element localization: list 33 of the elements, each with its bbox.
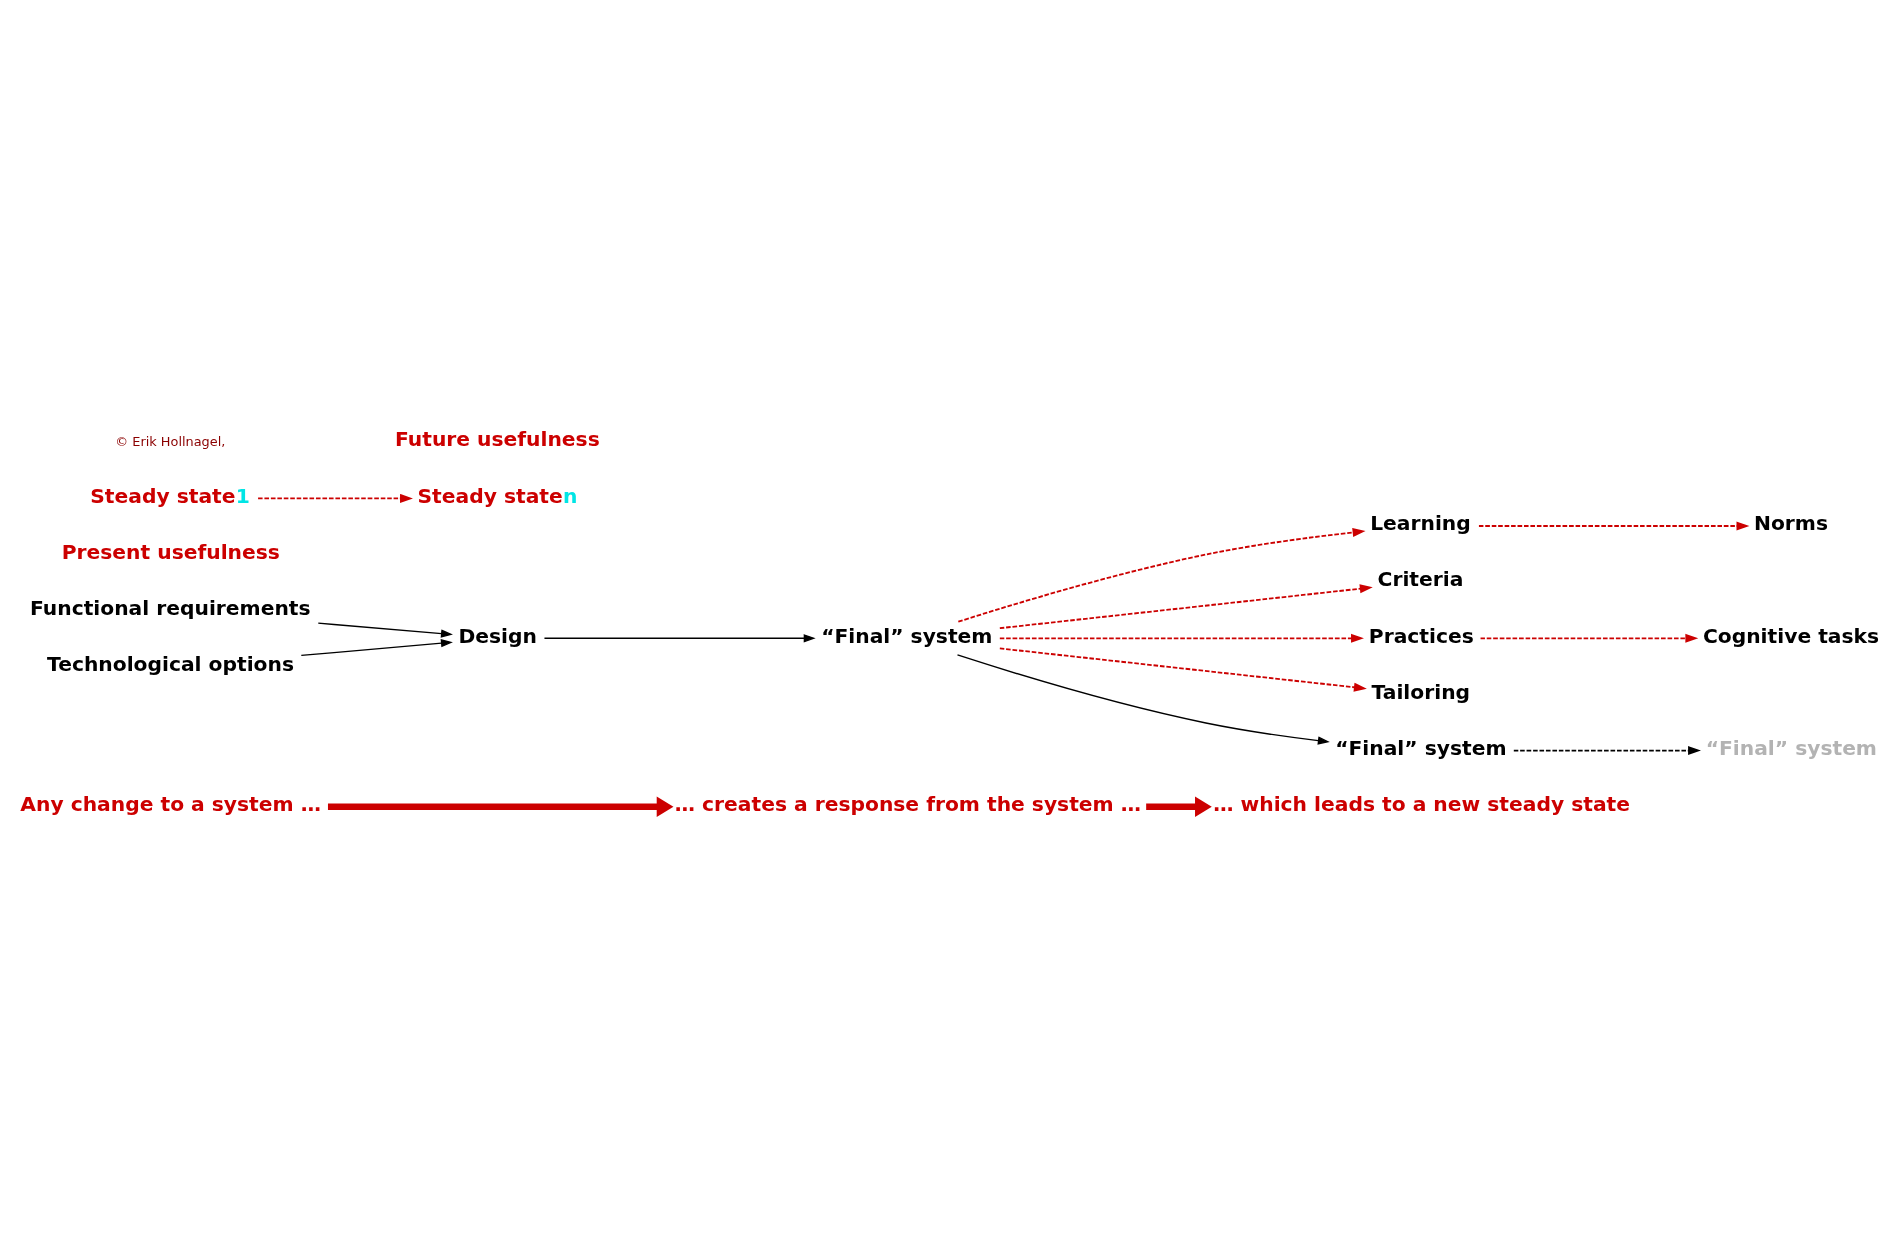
node-text: Present usefulness	[61, 539, 280, 564]
node-text: Any change to a system …	[20, 791, 321, 816]
arrow	[998, 633, 1364, 643]
arrow	[1512, 746, 1701, 756]
arrow	[300, 639, 453, 657]
node-text: Criteria	[1377, 567, 1464, 592]
arrow	[317, 622, 453, 638]
node-text: Norms	[1754, 511, 1829, 536]
arrow	[957, 528, 1366, 623]
node-text: Steady state1	[90, 483, 250, 508]
arrow	[1479, 633, 1699, 643]
arrow	[543, 634, 816, 643]
label: © Erik Hollnagel,	[115, 433, 226, 449]
node-text: … creates a response from the system …	[674, 791, 1141, 816]
node-text: “Final” system	[1335, 735, 1507, 760]
node-text: Steady staten	[417, 483, 578, 508]
arrow	[257, 493, 413, 503]
arrow	[998, 647, 1367, 692]
node-text: Practices	[1368, 623, 1474, 648]
node-text: Functional requirements	[30, 595, 311, 620]
node-text: Design	[458, 623, 537, 648]
node-text: “Final” system	[821, 623, 993, 648]
node-text: Technological options	[47, 652, 294, 677]
node-text: “Final” system	[1705, 735, 1877, 760]
arrow	[998, 584, 1373, 630]
node-text: … which leads to a new steady state	[1213, 791, 1630, 816]
arrow	[956, 654, 1330, 745]
node-text: Tailoring	[1371, 679, 1471, 704]
node-text: Cognitive tasks	[1702, 623, 1880, 648]
arrow	[1478, 521, 1750, 531]
arrow	[327, 796, 674, 817]
node-text: Future usefulness	[394, 427, 600, 452]
node-text: Learning	[1370, 511, 1471, 536]
